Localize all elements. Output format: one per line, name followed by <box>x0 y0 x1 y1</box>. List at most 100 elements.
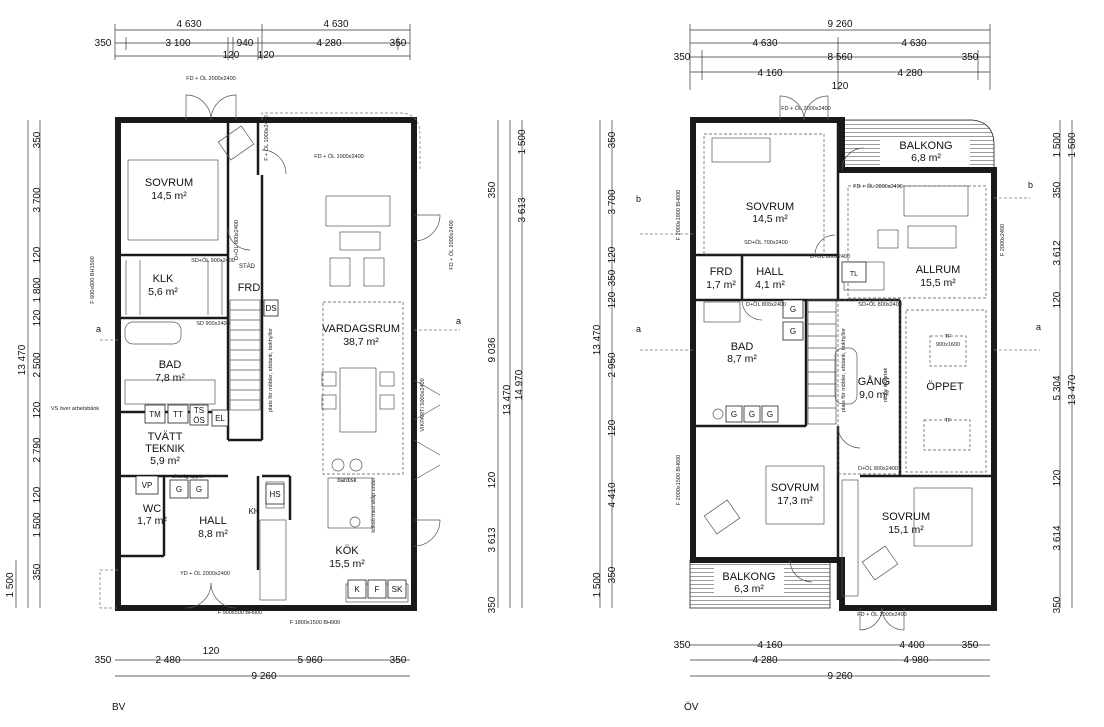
svg-text:SD+ÖL 800x2400: SD+ÖL 800x2400 <box>858 301 902 308</box>
top-dimensions: 4 630 4 630 350 3 100 940 4 280 350 120 … <box>95 19 411 61</box>
ground-floor-tags: DS TM TT TS ÖS EL VP G G HS KH K F SK b <box>135 263 407 599</box>
room-name: FRD <box>710 266 733 278</box>
svg-text:4 280: 4 280 <box>316 38 341 49</box>
room-area: 15,1 m² <box>888 524 924 536</box>
bed <box>127 159 219 241</box>
room-area: 14,5 m² <box>151 190 187 202</box>
tag-stad: STÄD <box>239 263 256 270</box>
svg-text:120: 120 <box>258 50 275 61</box>
svg-text:FD + ÖL 2000x2400: FD + ÖL 2000x2400 <box>186 75 235 82</box>
svg-text:350: 350 <box>1052 596 1063 613</box>
left-dimensions: 350 3 700 120 350 120 2 950 120 4 410 1 … <box>592 120 618 608</box>
svg-text:350: 350 <box>607 131 618 148</box>
svg-text:350: 350 <box>390 38 407 49</box>
room-name: ALLRUM <box>916 264 961 276</box>
interior-walls <box>118 120 292 570</box>
room-area: 15,5 m² <box>329 558 365 570</box>
svg-text:9 260: 9 260 <box>827 671 852 682</box>
tag-tf: TF <box>945 418 952 424</box>
svg-text:120: 120 <box>832 81 849 92</box>
svg-text:9 260: 9 260 <box>827 19 852 30</box>
svg-text:8 560: 8 560 <box>827 52 852 63</box>
svg-text:350: 350 <box>487 181 498 198</box>
staircase <box>807 299 837 425</box>
tag-g2: G <box>196 485 202 494</box>
section-mark-a: a <box>636 324 641 334</box>
room-area: 8,7 m² <box>727 353 757 365</box>
svg-text:9 036: 9 036 <box>487 337 498 362</box>
svg-text:900x1600: 900x1600 <box>936 342 960 348</box>
room-name: BALKONG <box>899 140 952 152</box>
room-area: 7,8 m² <box>155 372 185 384</box>
room-name: SOVRUM <box>746 201 794 213</box>
svg-text:FD + ÖL 2000x2400: FD + ÖL 2000x2400 <box>781 105 830 112</box>
svg-text:F 2000x2400: F 2000x2400 <box>1000 224 1006 256</box>
section-mark-a: a <box>456 316 461 326</box>
svg-text:2 790: 2 790 <box>32 437 43 462</box>
svg-text:F 2000x1800 BH600: F 2000x1800 BH600 <box>676 190 682 240</box>
svg-text:plats för möbler, ettdank, bok: plats för möbler, ettdank, bokhyllor <box>841 328 847 412</box>
exterior-wall <box>115 117 417 611</box>
room-area: 1,7 m² <box>137 515 167 527</box>
exterior-wall <box>690 117 997 611</box>
svg-text:1 800: 1 800 <box>32 277 43 302</box>
svg-text:4 630: 4 630 <box>752 38 777 49</box>
svg-text:1 500: 1 500 <box>1067 132 1078 157</box>
room-name: BAD <box>159 359 182 371</box>
ground-floor-notes: FD + ÖL 2000x2400 FD + ÖL 1000x2400 F + … <box>51 75 455 626</box>
ground-floor-rooms: SOVRUM 14,5 m² KLK 5,6 m² BAD 7,8 m² TVÄ… <box>137 177 400 570</box>
svg-text:SD+ÖL 700x2400: SD+ÖL 700x2400 <box>744 239 788 246</box>
svg-text:F + ÖL 1000x2400: F + ÖL 1000x2400 <box>263 115 270 161</box>
svg-text:F 1800x1500 BH900: F 1800x1500 BH900 <box>290 620 340 626</box>
svg-text:3 612: 3 612 <box>1052 240 1063 265</box>
svg-text:FD + ÖL 2000x2400: FD + ÖL 2000x2400 <box>448 220 455 269</box>
svg-text:4 280: 4 280 <box>752 655 777 666</box>
right-dimensions: 1 500 3 613 350 120 9 036 350 3 613 13 4… <box>487 120 528 613</box>
room-area: 6,8 m² <box>911 152 941 164</box>
tag-os: ÖS <box>193 416 205 425</box>
svg-text:4 280: 4 280 <box>897 68 922 79</box>
svg-text:räcke innertak: räcke innertak <box>883 367 889 402</box>
bottom-dimensions: 350 4 160 4 400 350 4 280 4 980 9 260 <box>674 640 990 682</box>
svg-text:4 980: 4 980 <box>903 655 928 666</box>
svg-text:2 480: 2 480 <box>155 655 180 666</box>
right-dimensions: 1 500 350 3 612 120 5 304 120 3 614 350 … <box>1052 120 1078 613</box>
room-area: 5,9 m² <box>150 455 180 467</box>
svg-text:5 960: 5 960 <box>297 655 322 666</box>
tag-g: G <box>749 410 755 419</box>
bottom-dimensions: 350 2 480 120 5 960 350 9 260 <box>95 646 410 682</box>
room-name: FRD <box>238 282 261 294</box>
room-name: KLK <box>153 273 174 285</box>
svg-text:120: 120 <box>32 401 43 418</box>
svg-text:120: 120 <box>607 291 618 308</box>
room-name: BALKONG <box>722 571 775 583</box>
room-name: ÖPPET <box>926 381 964 393</box>
svg-text:D+ÖL 800x2400: D+ÖL 800x2400 <box>858 465 898 472</box>
svg-text:120: 120 <box>32 486 43 503</box>
upper-floor-furniture <box>703 133 987 597</box>
svg-text:plats för möbler, ettdank, bok: plats för möbler, ettdank, bokhyllor <box>268 328 274 412</box>
svg-text:350: 350 <box>1052 181 1063 198</box>
tag-ds: DS <box>265 304 276 313</box>
svg-text:VIKPARTI 5000x2400: VIKPARTI 5000x2400 <box>420 378 426 431</box>
door-swings <box>185 94 441 609</box>
tag-g1: G <box>176 485 182 494</box>
svg-text:4 630: 4 630 <box>323 19 348 30</box>
section-mark-b: b <box>1028 180 1033 190</box>
tag-el: EL <box>215 414 225 423</box>
svg-text:D+ÖL 800x2400: D+ÖL 800x2400 <box>746 301 786 308</box>
svg-text:FD + ÖL 2000x2400: FD + ÖL 2000x2400 <box>853 183 902 190</box>
tag-tm: TM <box>149 410 161 419</box>
tag-sk: SK <box>392 585 403 594</box>
svg-text:3 700: 3 700 <box>32 187 43 212</box>
svg-text:3 613: 3 613 <box>487 527 498 552</box>
room-name: HALL <box>756 266 784 278</box>
tag-g: G <box>731 410 737 419</box>
svg-text:9 260: 9 260 <box>251 671 276 682</box>
svg-text:14 970: 14 970 <box>514 369 525 400</box>
svg-text:FD + ÖL 2000x2400: FD + ÖL 2000x2400 <box>857 611 906 618</box>
room-area: 8,8 m² <box>198 528 228 540</box>
bathtub <box>124 321 182 345</box>
svg-text:120: 120 <box>487 471 498 488</box>
